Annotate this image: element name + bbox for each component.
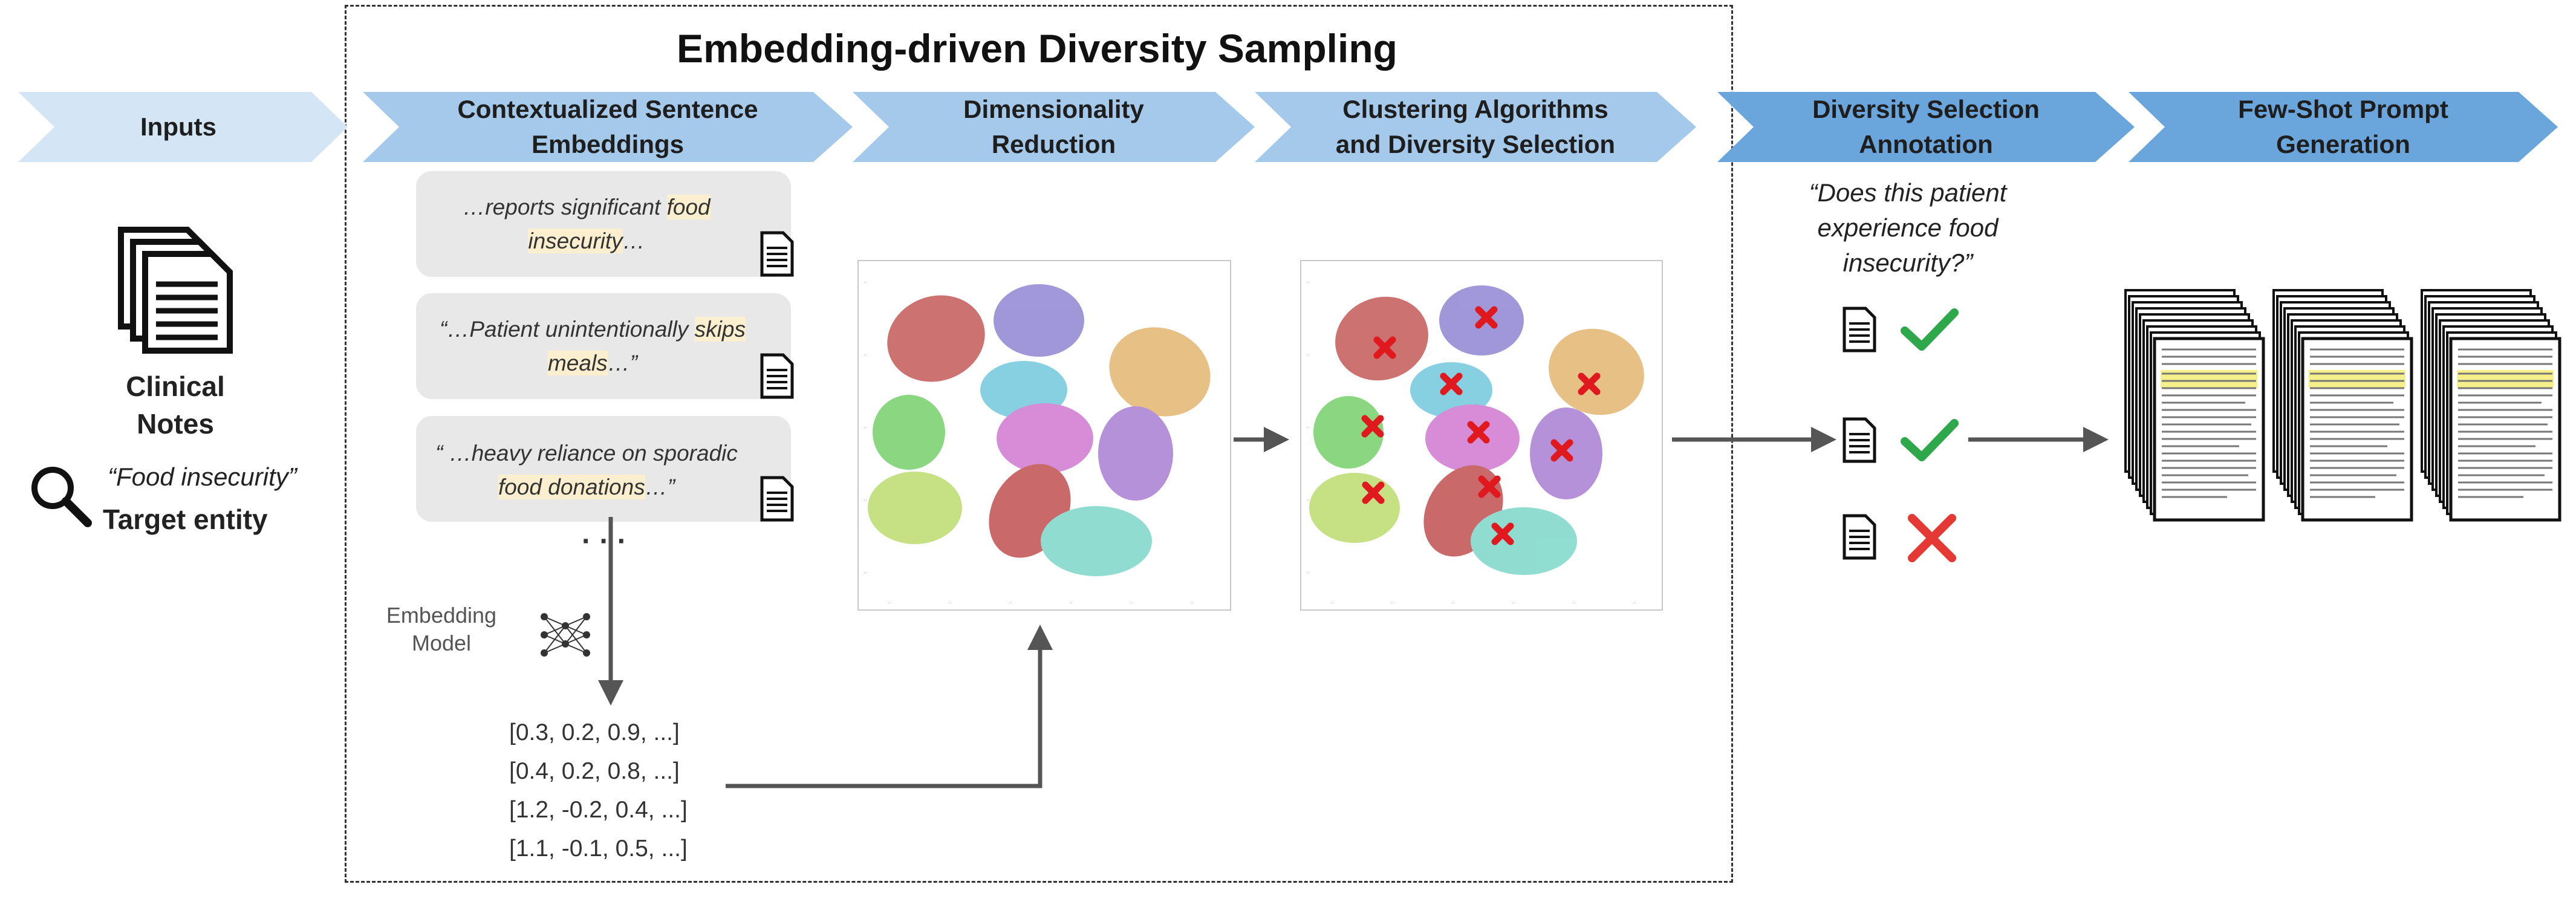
check-icon xyxy=(1901,419,1959,461)
document-icon xyxy=(760,231,794,277)
chevron-dimred-label: Dimensionality Reduction xyxy=(963,95,1144,158)
annotation-question: “Does this patient experience food insec… xyxy=(1809,178,2007,277)
cluster-magenta xyxy=(997,403,1093,473)
check-icon xyxy=(1901,308,1959,351)
svg-text:··: ·· xyxy=(1069,600,1073,606)
snippet-box-3 xyxy=(416,416,791,522)
cluster-red xyxy=(887,295,985,382)
chevron-annotation xyxy=(1717,92,2135,162)
chevron-dimred xyxy=(853,92,1255,162)
document-icon xyxy=(760,353,794,399)
svg-text:··: ·· xyxy=(864,352,867,359)
cross-icon xyxy=(1908,514,1956,562)
cross-icon xyxy=(1373,336,1396,359)
embedding-model-label: Embedding Model xyxy=(386,603,497,655)
magnifier-icon xyxy=(31,467,92,527)
document-icon xyxy=(760,476,794,522)
svg-text:··: ·· xyxy=(864,280,867,286)
svg-text:··: ·· xyxy=(1009,600,1012,606)
cluster-orange xyxy=(1109,327,1211,417)
document-icon xyxy=(1843,514,1876,560)
svg-text:··: ·· xyxy=(1306,570,1310,576)
target-entity-label: Target entity xyxy=(103,504,268,535)
cross-icon xyxy=(1440,372,1463,395)
svg-text:··: ·· xyxy=(1306,352,1310,359)
svg-text:··: ·· xyxy=(864,570,867,576)
cluster-teal xyxy=(1041,506,1152,576)
clinical-notes-label: Clinical Notes xyxy=(126,371,225,440)
svg-text:··: ·· xyxy=(1306,280,1310,286)
cross-icon xyxy=(1478,475,1501,498)
cross-icon xyxy=(1550,439,1573,462)
document-icon xyxy=(1843,307,1876,352)
neural-network-icon xyxy=(541,613,590,657)
svg-text:··: ·· xyxy=(1451,600,1455,606)
snippet-box-2 xyxy=(416,293,791,399)
cross-icon xyxy=(1491,522,1514,545)
document-icon xyxy=(1843,417,1876,463)
chevron-inputs xyxy=(18,92,348,162)
cross-icon xyxy=(1475,306,1498,329)
svg-text:··: ·· xyxy=(864,498,867,504)
few-shot-prompt-stacks xyxy=(2124,289,2567,580)
selection-cross-icons xyxy=(1361,306,1601,545)
cross-icon xyxy=(1362,481,1385,504)
embedding-vector: [1.2, -0.2, 0.4, ...] xyxy=(509,797,688,823)
svg-text:··: ·· xyxy=(1512,600,1515,606)
dimensionality-reduction-plot: ·· ·· ·· ·· ·· ·· ·· ·· ·· ·· ·· xyxy=(857,260,1231,611)
svg-text:··: ·· xyxy=(864,425,867,431)
svg-text:··: ·· xyxy=(1130,600,1133,606)
embedding-sampling-frame xyxy=(345,5,1733,883)
svg-text:··: ·· xyxy=(1306,425,1310,431)
chevron-annotation-label: Diversity Selection Annotation xyxy=(1812,95,2040,158)
snippet-text-1: …reports significant food insecurity… xyxy=(463,195,711,253)
chevron-clustering-label: Clustering Algorithms and Diversity Sele… xyxy=(1335,95,1616,158)
chevron-inputs-label: Inputs xyxy=(140,112,216,141)
svg-text:··: ·· xyxy=(1572,600,1576,606)
prompt-stack-1 xyxy=(2124,289,2263,520)
chevron-embeddings-label: Contextualized Sentence Embeddings xyxy=(457,95,758,158)
prompt-stack-2 xyxy=(2272,289,2412,520)
frame-title: Embedding-driven Diversity Sampling xyxy=(677,26,1397,71)
cross-icon xyxy=(1467,421,1490,444)
query-text: “Food insecurity” xyxy=(108,463,297,491)
document-stack-icon xyxy=(118,227,233,354)
cluster-green xyxy=(873,395,945,470)
clustering-plot: ·· ·· ·· ·· ·· ·· ·· ·· ·· ·· ·· xyxy=(1300,260,1663,611)
svg-text:··: ·· xyxy=(1306,498,1310,504)
embedding-vector: [0.4, 0.2, 0.8, ...] xyxy=(509,758,680,784)
svg-text:··: ·· xyxy=(888,600,891,606)
svg-text:··: ·· xyxy=(1190,600,1194,606)
svg-text:··: ·· xyxy=(1633,600,1636,606)
svg-text:··: ·· xyxy=(1391,600,1394,606)
chevron-clustering xyxy=(1255,92,1696,162)
embedding-vector: [0.3, 0.2, 0.9, ...] xyxy=(509,719,680,745)
embedding-vector: [1.1, -0.1, 0.5, ...] xyxy=(509,836,688,862)
arrow-vectors-to-dimred xyxy=(726,625,1053,788)
ellipsis: · · · xyxy=(582,525,627,557)
cluster-lavender xyxy=(994,284,1084,357)
snippet-box-1 xyxy=(416,171,791,277)
svg-text:··: ·· xyxy=(948,600,952,606)
svg-text:··: ·· xyxy=(1330,600,1334,606)
cluster-yellow-green xyxy=(868,472,962,544)
prompt-stack-3 xyxy=(2421,289,2560,520)
cross-icon xyxy=(1578,372,1601,395)
snippet-text-2: “…Patient unintentionally skips meals…” xyxy=(440,317,746,375)
cross-icon xyxy=(1361,415,1384,438)
chevron-fewshot xyxy=(2129,92,2558,162)
cluster-purple xyxy=(1098,406,1173,501)
snippet-text-3: “ …heavy reliance on sporadic food donat… xyxy=(435,441,738,499)
chevron-fewshot-label: Few-Shot Prompt Generation xyxy=(2238,95,2448,158)
chevron-embeddings xyxy=(363,92,853,162)
